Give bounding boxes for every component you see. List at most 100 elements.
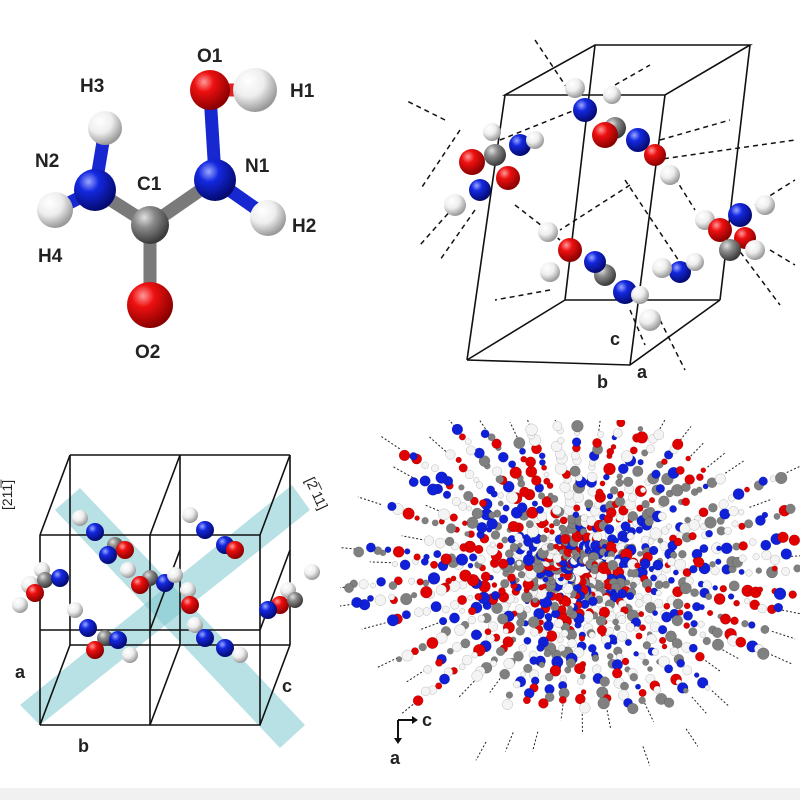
packing-hbond bbox=[711, 690, 729, 707]
packing-atom bbox=[543, 471, 550, 478]
packing-atom bbox=[710, 566, 720, 576]
packing-atom bbox=[698, 604, 705, 611]
molecule-b bbox=[565, 78, 680, 185]
packing-hbond bbox=[369, 561, 395, 564]
packing-atom bbox=[688, 627, 698, 637]
packing-atom bbox=[546, 482, 554, 490]
packing-atom bbox=[532, 597, 539, 604]
packing-atom bbox=[738, 568, 745, 575]
packing-atom bbox=[597, 430, 604, 438]
packing-atom bbox=[635, 632, 643, 640]
packing-atom bbox=[757, 586, 764, 593]
packing-atom bbox=[496, 542, 504, 550]
packing-atom bbox=[744, 486, 750, 493]
packing-atom bbox=[641, 449, 649, 457]
packing-atom bbox=[745, 569, 753, 577]
packing-hbond bbox=[504, 732, 514, 752]
packing-atom bbox=[637, 425, 644, 432]
packing-atom bbox=[486, 485, 496, 495]
packing-atom bbox=[421, 517, 429, 525]
packing-atom bbox=[451, 423, 464, 436]
packing-atom bbox=[653, 685, 662, 694]
packing-atom bbox=[436, 632, 448, 644]
atom-n2 bbox=[74, 169, 116, 211]
packing-atom bbox=[525, 520, 534, 529]
packing-atom bbox=[732, 488, 745, 500]
packing-atom bbox=[430, 601, 442, 613]
packing-atom bbox=[625, 622, 635, 632]
packing-hbond bbox=[677, 426, 692, 444]
packing-atom bbox=[573, 646, 585, 658]
packing-atom bbox=[539, 534, 548, 543]
packing-atom bbox=[503, 657, 515, 670]
packing-atom bbox=[644, 602, 657, 614]
packing-atom bbox=[597, 697, 610, 710]
packing-atom bbox=[635, 592, 643, 601]
packing-atom bbox=[464, 469, 475, 480]
packing-atom bbox=[688, 532, 697, 541]
packing-atom bbox=[635, 683, 641, 690]
molecule-diagram: O1 H1 H3 N2 C1 N1 H2 H4 O2 bbox=[35, 46, 316, 363]
packing-atom bbox=[644, 615, 653, 624]
packing-atom bbox=[641, 499, 650, 509]
packing-hbond bbox=[448, 420, 456, 427]
packing-atom bbox=[497, 613, 509, 625]
packing-atom bbox=[595, 615, 607, 627]
packing-atom bbox=[640, 487, 647, 494]
packing-atom bbox=[427, 572, 441, 585]
packing-atom bbox=[624, 638, 632, 647]
packing-atom bbox=[473, 476, 480, 484]
packing-atom bbox=[557, 437, 565, 445]
packing-atom bbox=[788, 590, 797, 599]
packing-atom bbox=[735, 636, 747, 648]
packing-atom bbox=[730, 616, 739, 626]
packing-atom bbox=[473, 447, 485, 459]
packing-atom bbox=[719, 584, 728, 593]
packing-atom bbox=[620, 681, 629, 691]
packing-atom bbox=[682, 687, 689, 694]
packing-atom bbox=[741, 620, 749, 628]
packing-atom bbox=[440, 553, 452, 565]
packing-atom bbox=[498, 514, 509, 524]
packing-atom bbox=[760, 539, 772, 551]
packing-atom bbox=[499, 668, 511, 680]
packing-atom bbox=[491, 438, 502, 449]
packing-atom bbox=[487, 433, 496, 442]
packing-atom bbox=[580, 689, 587, 695]
packing-atom bbox=[570, 451, 580, 461]
packing-atom bbox=[660, 526, 670, 535]
packing-atom bbox=[477, 614, 486, 623]
packing-hbond bbox=[380, 435, 400, 450]
packing-atom bbox=[551, 440, 563, 453]
packing-atom bbox=[657, 537, 664, 544]
packing-atom bbox=[408, 577, 416, 585]
axis-a-label: a bbox=[15, 662, 26, 682]
packing-hbond bbox=[749, 498, 773, 508]
packing-atom bbox=[699, 544, 709, 554]
packing-atom bbox=[671, 614, 683, 627]
packing-atom bbox=[609, 486, 619, 495]
packing-atom bbox=[522, 696, 531, 705]
packing-atom bbox=[467, 606, 477, 616]
atom-o2 bbox=[127, 282, 173, 328]
packing-atom bbox=[611, 639, 618, 645]
packing-atom bbox=[374, 594, 387, 606]
packing-atom bbox=[738, 554, 747, 563]
packing-atom bbox=[636, 550, 643, 557]
packing-atom bbox=[607, 559, 619, 571]
packing-atom bbox=[435, 658, 444, 667]
packing-atom bbox=[487, 621, 499, 632]
packing-atom bbox=[629, 446, 638, 455]
packing-atom bbox=[649, 527, 662, 540]
packing-atom bbox=[552, 553, 563, 564]
packing-atom bbox=[684, 474, 695, 485]
packing-hbond bbox=[707, 452, 726, 468]
packing-atom bbox=[612, 618, 619, 626]
packing-atom bbox=[676, 659, 686, 668]
packing-atom bbox=[628, 493, 637, 502]
packing-atom bbox=[683, 602, 691, 610]
packing-atom bbox=[543, 620, 554, 632]
packing-atom bbox=[718, 499, 729, 510]
packing-atom bbox=[458, 663, 466, 671]
packing-atom bbox=[658, 636, 667, 645]
